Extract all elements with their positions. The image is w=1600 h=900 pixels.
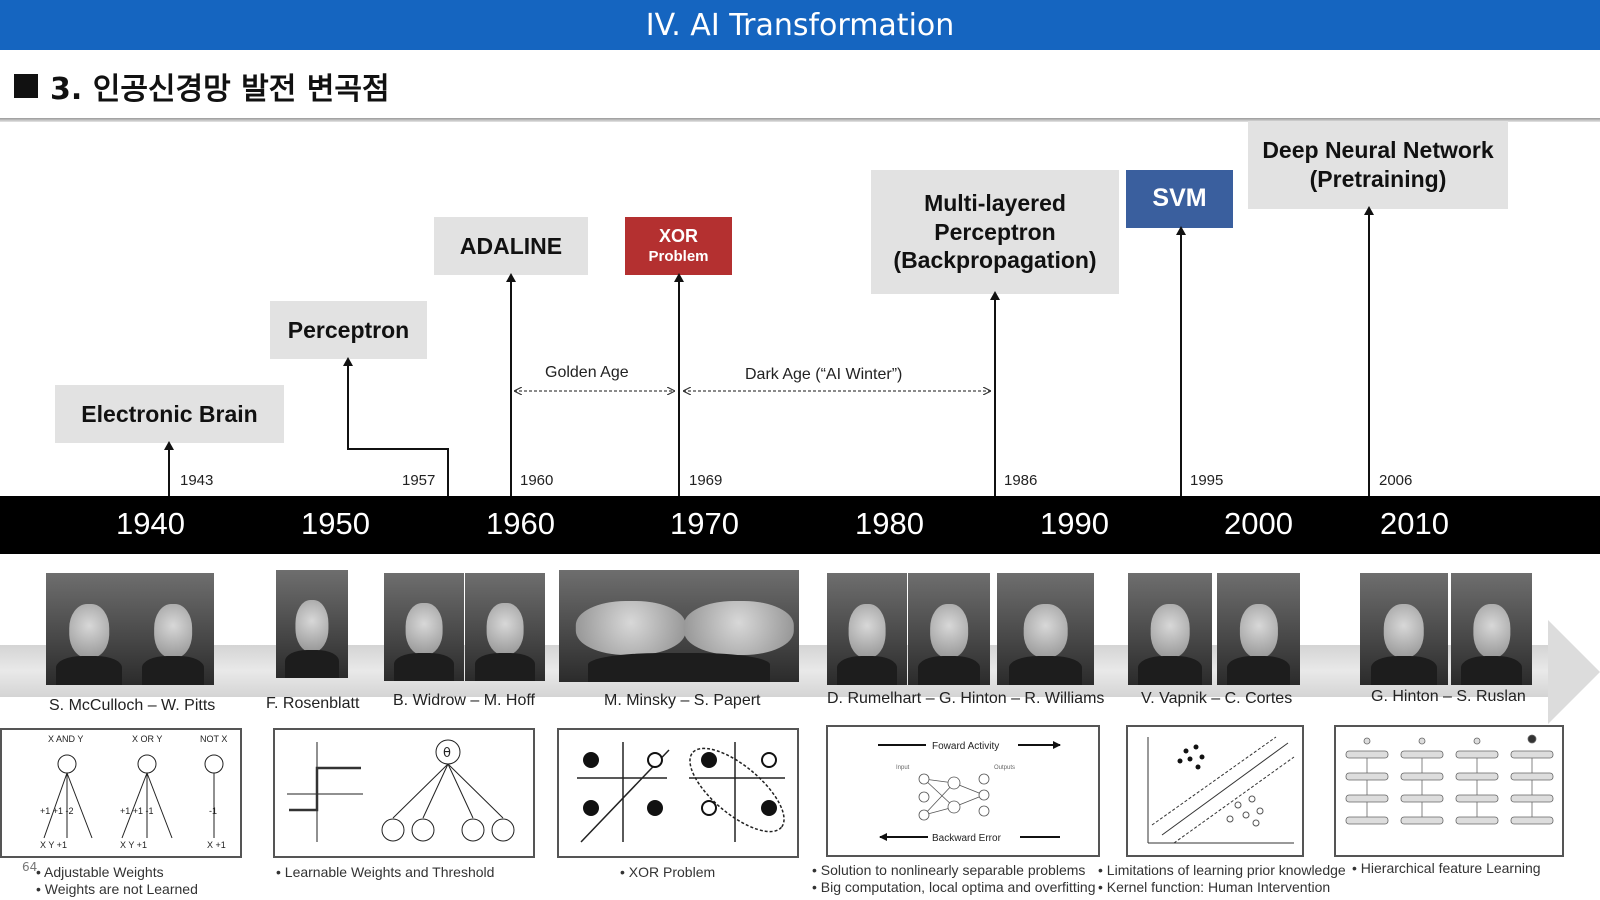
logic-gate-diagram: X AND Y X OR Y NOT X +1 +1 -2 +1 +1 -1 -… xyxy=(2,730,240,856)
svg-text:Outputs: Outputs xyxy=(994,765,1015,771)
bullet-text: • XOR Problem xyxy=(620,864,715,881)
decade-label: 1970 xyxy=(670,506,739,542)
svg-text:X +1: X +1 xyxy=(207,840,226,850)
portrait-photo xyxy=(384,573,464,681)
portrait-photo xyxy=(1217,573,1300,685)
year-label: 1986 xyxy=(1004,472,1037,489)
decade-label: 1960 xyxy=(486,506,555,542)
portrait-photo xyxy=(132,573,214,685)
decade-label: 1950 xyxy=(301,506,370,542)
svg-text:Input: Input xyxy=(896,765,910,771)
people-label: B. Widrow – M. Hoff xyxy=(393,692,535,710)
year-label: 1995 xyxy=(1190,472,1223,489)
perceptron-diagram: θ xyxy=(275,730,533,856)
people-label: G. Hinton – S. Ruslan xyxy=(1371,688,1526,706)
year-label: 2006 xyxy=(1379,472,1412,489)
svg-text:NOT X: NOT X xyxy=(200,734,227,744)
portrait-photo xyxy=(276,570,348,678)
backprop-diagram: Foward Activity Backward Error Input Out… xyxy=(828,727,1098,855)
decade-label: 1980 xyxy=(855,506,924,542)
people-label: F. Rosenblatt xyxy=(266,695,359,713)
perceptron-diagram-panel: θ xyxy=(273,728,535,858)
people-label: M. Minsky – S. Papert xyxy=(604,692,761,710)
decade-label: 1990 xyxy=(1040,506,1109,542)
svg-text:X Y +1: X Y +1 xyxy=(120,840,147,850)
svg-text:X AND Y: X AND Y xyxy=(48,734,83,744)
svg-text:θ: θ xyxy=(443,746,451,761)
svm-diagram xyxy=(1128,727,1302,855)
bullet-text: • Limitations of learning prior knowledg… xyxy=(1098,862,1346,896)
svg-text:+1 +1 -2: +1 +1 -2 xyxy=(40,806,74,816)
deep-network-diagram xyxy=(1336,727,1562,855)
portrait-photo xyxy=(997,573,1094,685)
portrait-photo xyxy=(1451,573,1532,685)
svg-text:X Y +1: X Y +1 xyxy=(40,840,67,850)
decade-label: 2010 xyxy=(1380,506,1449,542)
dark-age-label: Dark Age (“AI Winter”) xyxy=(745,366,902,384)
svg-text:Foward Activity: Foward Activity xyxy=(932,741,999,752)
deep-network-diagram-panel xyxy=(1334,725,1564,857)
svg-text:+1 +1 -1: +1 +1 -1 xyxy=(120,806,154,816)
svg-text:X OR Y: X OR Y xyxy=(132,734,162,744)
svg-text:Backward Error: Backward Error xyxy=(932,833,1002,844)
year-label: 1960 xyxy=(520,472,553,489)
portrait-photo xyxy=(46,573,132,685)
people-label: V. Vapnik – C. Cortes xyxy=(1141,690,1292,708)
golden-age-label: Golden Age xyxy=(545,364,629,382)
portrait-photo xyxy=(827,573,907,685)
bullet-text: • Adjustable Weights • Weights are not L… xyxy=(36,864,198,898)
xor-diagram-panel xyxy=(557,728,799,858)
decade-label: 1940 xyxy=(116,506,185,542)
backprop-diagram-panel: Foward Activity Backward Error Input Out… xyxy=(826,725,1100,857)
bullet-text: • Learnable Weights and Threshold xyxy=(276,864,494,881)
svg-text:-1: -1 xyxy=(209,806,217,816)
bullet-text: • Solution to nonlinearly separable prob… xyxy=(812,862,1096,896)
band-arrow-tip xyxy=(1548,620,1600,724)
timeline-bar xyxy=(0,496,1600,554)
portrait-photo xyxy=(1360,573,1448,685)
page-number: 64 xyxy=(22,860,37,874)
portrait-photo xyxy=(1128,573,1212,685)
logic-gate-diagram-panel: X AND Y X OR Y NOT X +1 +1 -2 +1 +1 -1 -… xyxy=(0,728,242,858)
xor-diagram xyxy=(559,730,797,856)
portrait-photo xyxy=(465,573,545,681)
year-label: 1969 xyxy=(689,472,722,489)
portrait-photo xyxy=(559,570,799,682)
year-label: 1943 xyxy=(180,472,213,489)
people-label: S. McCulloch – W. Pitts xyxy=(49,697,215,715)
people-label: D. Rumelhart – G. Hinton – R. Williams xyxy=(827,690,1104,708)
bullet-text: • Hierarchical feature Learning xyxy=(1352,860,1541,877)
svm-diagram-panel xyxy=(1126,725,1304,857)
year-label: 1957 xyxy=(402,472,435,489)
portrait-photo xyxy=(908,573,990,685)
decade-label: 2000 xyxy=(1224,506,1293,542)
